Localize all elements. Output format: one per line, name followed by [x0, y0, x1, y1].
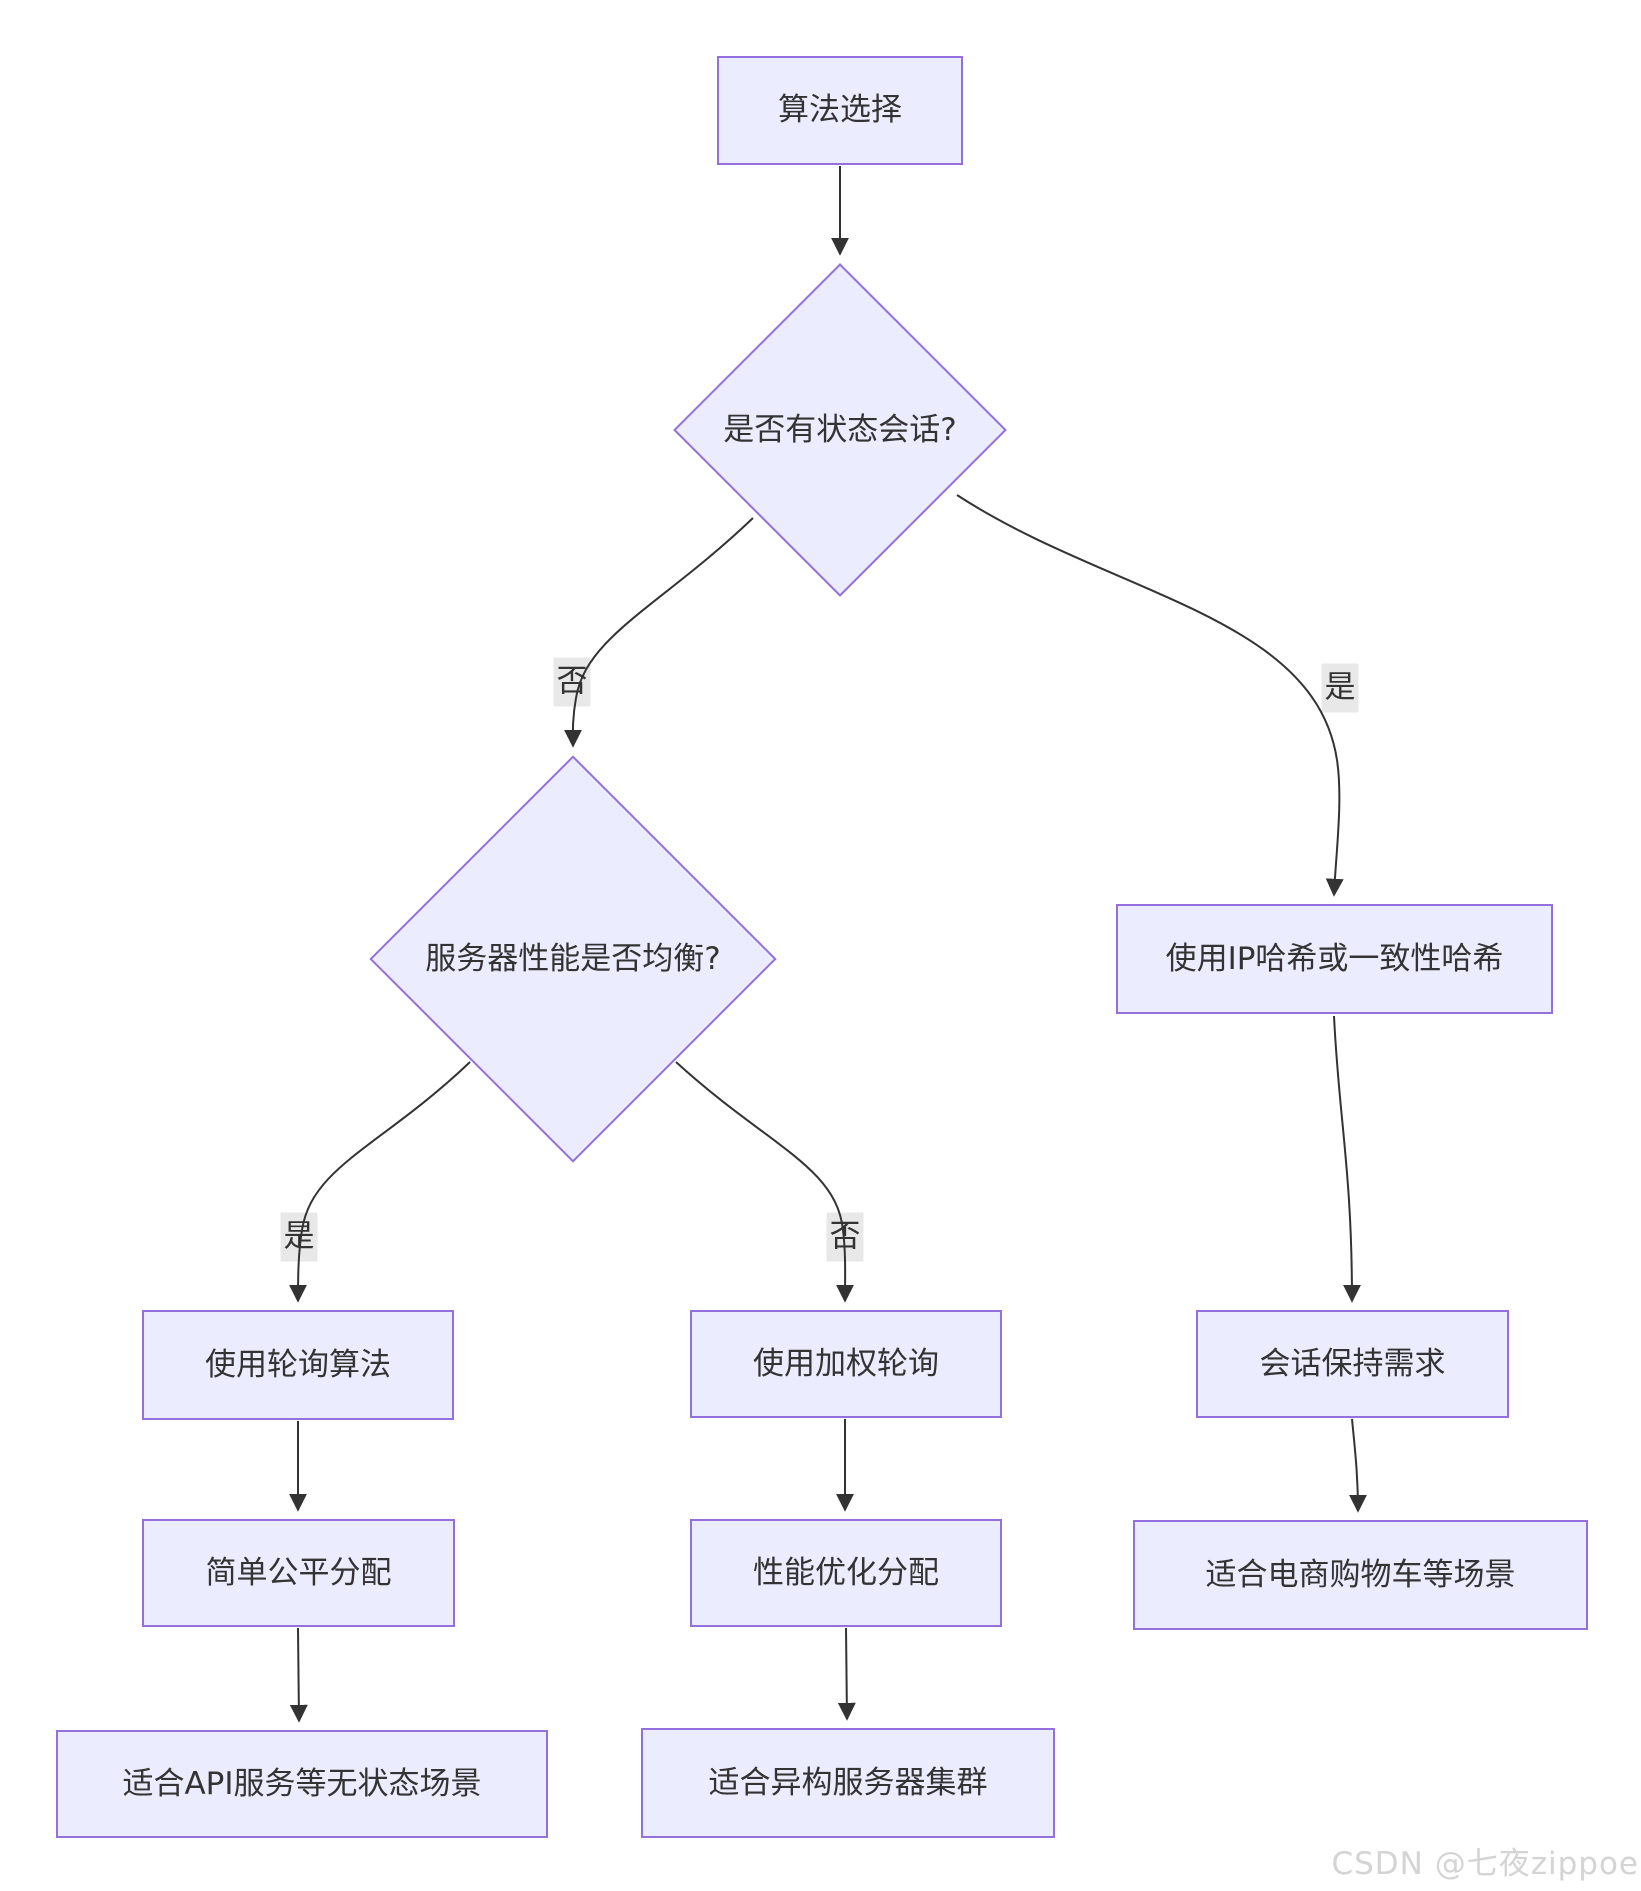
csdn-watermark: CSDN @七夜zippoe: [1331, 1846, 1639, 1882]
decision-has-stateful-session: 是否有状态会话?: [673, 263, 1007, 597]
node-round-robin: 使用轮询算法: [142, 1310, 454, 1420]
node-session-keep: 会话保持需求: [1196, 1310, 1509, 1418]
node-hetero-scene-label: 适合异构服务器集群: [708, 1764, 988, 1801]
edge-fair-to-api: [289, 1627, 308, 1723]
decision-has-stateful-session-label: 是否有状态会话?: [723, 411, 957, 448]
node-cart-scene: 适合电商购物车等场景: [1133, 1520, 1588, 1630]
node-ip-hash-label: 使用IP哈希或一致性哈希: [1165, 940, 1504, 977]
edge-label-yes-2: 是: [280, 1212, 318, 1262]
node-cart-scene-label: 适合电商购物车等场景: [1205, 1556, 1516, 1593]
node-weighted-round-robin: 使用加权轮询: [690, 1310, 1002, 1418]
node-ip-hash: 使用IP哈希或一致性哈希: [1116, 904, 1553, 1014]
node-fair-allocation: 简单公平分配: [142, 1519, 455, 1627]
node-api-scene-label: 适合API服务等无状态场景: [122, 1765, 482, 1802]
node-round-robin-label: 使用轮询算法: [205, 1346, 391, 1383]
node-perf-allocation: 性能优化分配: [690, 1519, 1002, 1627]
node-session-keep-label: 会话保持需求: [1259, 1345, 1446, 1382]
node-start-label: 算法选择: [778, 92, 902, 129]
node-fair-allocation-label: 简单公平分配: [205, 1554, 392, 1591]
node-hetero-scene: 适合异构服务器集群: [641, 1728, 1055, 1838]
edge-d1-yes-to-iphash: [956, 494, 1344, 897]
edge-perf-to-hetero: [837, 1627, 856, 1721]
node-api-scene: 适合API服务等无状态场景: [56, 1730, 548, 1838]
node-weighted-round-robin-label: 使用加权轮询: [753, 1345, 939, 1382]
node-perf-allocation-label: 性能优化分配: [753, 1554, 939, 1591]
edge-iphash-to-session: [1333, 1015, 1361, 1303]
edge-session-to-cart: [1348, 1418, 1367, 1513]
node-start: 算法选择: [717, 56, 963, 165]
decision-server-perf-balanced-label: 服务器性能是否均衡?: [425, 940, 721, 977]
edge-label-yes-1: 是: [1321, 663, 1359, 713]
decision-server-perf-balanced: 服务器性能是否均衡?: [369, 755, 777, 1163]
edge-label-no-1: 否: [553, 657, 591, 707]
edge-label-no-2: 否: [826, 1212, 864, 1262]
